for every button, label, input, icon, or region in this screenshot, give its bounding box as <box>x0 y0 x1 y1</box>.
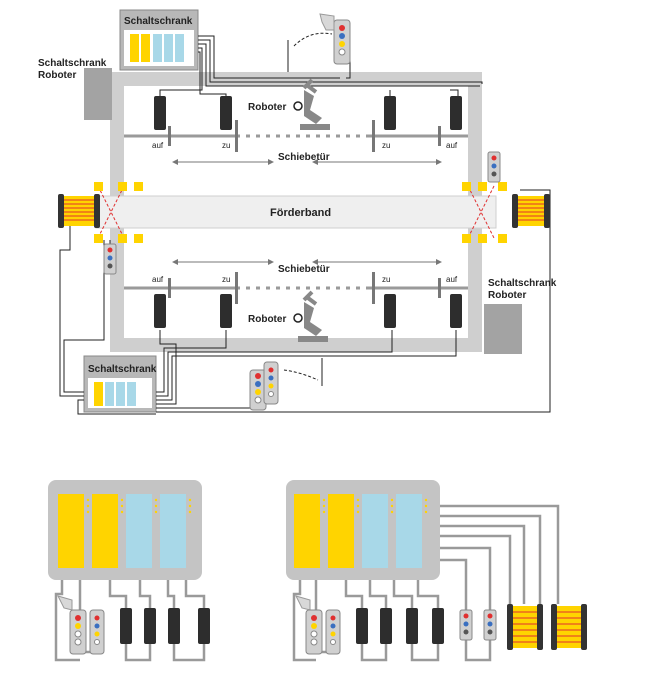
light-curtain-reflectors <box>94 182 507 243</box>
control-cabinet-top: Schaltschrank <box>119 9 199 71</box>
conveyor: Förderband <box>95 195 497 229</box>
light-curtain-left <box>58 194 100 228</box>
zu-label-top-left: zu <box>222 141 230 150</box>
robot-arm-icon: Roboter <box>248 290 328 342</box>
auf-label-top-left: auf <box>152 141 164 150</box>
safety-switch-icon <box>380 608 392 644</box>
zu-label-bottom-right: zu <box>382 275 390 284</box>
safety-switch-icon <box>198 608 210 644</box>
pushbutton-station-icon <box>487 151 501 183</box>
pushbutton-station-icon <box>103 243 117 275</box>
system-left <box>48 480 210 662</box>
robot-cabinet-left-label-2: Roboter <box>38 70 76 81</box>
robot-top-label: Roboter <box>248 102 286 113</box>
safety-switch-icon <box>168 608 180 644</box>
zu-label-bottom-left: zu <box>222 275 230 284</box>
control-cabinet-top-label: Schaltschrank <box>124 16 193 27</box>
safety-switch-icon <box>406 608 418 644</box>
light-curtain-icon <box>507 604 543 650</box>
sliding-door-bottom-label: Schiebetür <box>278 264 330 275</box>
safety-switch-icon <box>220 294 232 328</box>
sliding-door-top-label: Schiebetür <box>278 152 330 163</box>
safety-switch-icon <box>144 608 156 644</box>
safety-switches-bottom <box>154 294 462 328</box>
robot-bottom-label: Roboter <box>248 314 286 325</box>
zu-label-top-right: zu <box>382 141 390 150</box>
safety-switch-icon <box>384 294 396 328</box>
enabling-switch-icon <box>57 595 87 655</box>
auf-label-bottom-right: auf <box>446 275 458 284</box>
safety-switch-icon <box>432 608 444 644</box>
safety-switch-icon <box>220 96 232 130</box>
pushbutton-station-icon <box>459 609 473 641</box>
robot-arm-icon: Roboter <box>248 78 330 130</box>
pushbutton-station-icon <box>483 609 497 641</box>
robot-cabinet-left-label-1: Schaltschrank <box>38 58 107 69</box>
control-cabinet-bottom: Schaltschrank <box>83 355 157 413</box>
wiring-top <box>159 35 483 96</box>
light-curtain-icon <box>551 604 587 650</box>
system-right <box>286 480 587 662</box>
safety-switch-icon <box>384 96 396 130</box>
light-curtain-right <box>512 194 550 228</box>
robot-cabinet-left <box>84 68 112 120</box>
sliding-door-bottom: Schiebetür auf zu zu auf <box>124 259 468 304</box>
safety-switch-icon <box>154 96 166 130</box>
safety-switch-icon <box>450 294 462 328</box>
robot-cabinet-right-label-1: Schaltschrank <box>488 278 557 289</box>
enabling-switch-icon <box>295 595 323 655</box>
safety-switch-icon <box>120 608 132 644</box>
safety-switch-icon <box>356 608 368 644</box>
safety-switch-icon <box>154 294 166 328</box>
pushbutton-station-icon <box>325 609 341 655</box>
safety-switch-icon <box>450 96 462 130</box>
auf-label-top-right: auf <box>446 141 458 150</box>
conveyor-label: Förderband <box>270 207 331 219</box>
sliding-door-top: auf zu zu auf Schiebetür <box>124 120 468 165</box>
pushbutton-station-icon <box>89 609 105 655</box>
control-cabinet-bottom-label: Schaltschrank <box>88 364 157 375</box>
robot-cabinet-right <box>484 304 522 354</box>
safety-switches-top <box>154 96 462 130</box>
auf-label-bottom-left: auf <box>152 275 164 284</box>
enabling-switch-icon <box>249 358 323 411</box>
enabling-switch-icon <box>287 13 351 72</box>
robot-cabinet-right-label-2: Roboter <box>488 290 526 301</box>
